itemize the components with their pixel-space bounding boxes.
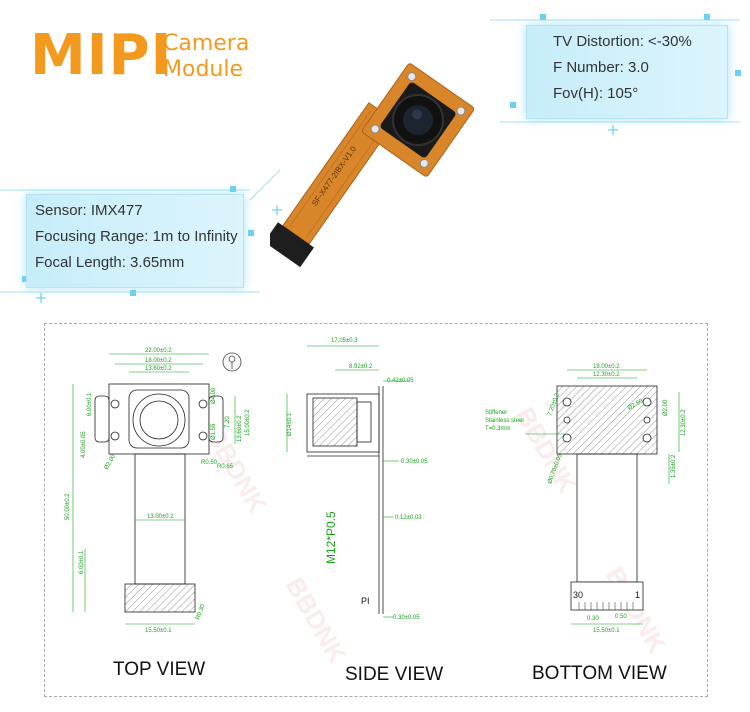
- bottom-stiffener-3: T=0.3mm: [485, 426, 511, 432]
- spec-fov: Fov(H): 105°: [553, 85, 639, 102]
- top-dim-1500: 15.00±0.2: [245, 409, 251, 436]
- technical-drawings: BBDNK BBDNK BBDNK BBDNK: [65, 338, 687, 668]
- top-view-drawing: [94, 383, 224, 613]
- bottom-dim-d200: Ø2.00: [663, 399, 669, 416]
- spec-box-left: Sensor: IMX477 Focusing Range: 1m to Inf…: [26, 194, 244, 288]
- title-camera: Camera: [163, 31, 250, 56]
- camera-module-photo: SF-X477-2IBX-V1.0: [270, 63, 475, 268]
- decorative-tech-lines: [0, 14, 741, 303]
- side-view-label: SIDE VIEW: [345, 664, 444, 685]
- side-dim-012: 0.12±0.03: [395, 515, 422, 521]
- bottom-dim-1230b: 12.30±0.2: [681, 409, 687, 436]
- spec-f-number: F Number: 3.0: [553, 59, 649, 76]
- side-dim-1705: 17.05±0.3: [331, 338, 358, 344]
- side-dim-892: 8.92±0.2: [349, 364, 373, 370]
- top-dim-1360: 13.60±0.2: [145, 366, 172, 372]
- top-dim-1360b: 13.60±0.2: [237, 415, 243, 442]
- bottom-stiffener-1: Stiffener: [485, 410, 507, 416]
- svg-text:BBDNK: BBDNK: [280, 572, 353, 668]
- bottom-dim-135: 1.35±0.2: [671, 454, 677, 478]
- top-dim-22: 22.00±0.2: [145, 348, 172, 354]
- bottom-pin-30: 30: [573, 590, 583, 600]
- spec-focal-length: Focal Length: 3.65mm: [35, 254, 185, 271]
- top-dim-5000: 50.00±0.2: [65, 493, 71, 520]
- orientation-icon: [222, 352, 242, 372]
- bottom-stiffener-2: Stainless steel: [485, 418, 524, 424]
- side-dim-042: 0.42±0.05: [387, 378, 414, 384]
- technical-drawing-panel: BBDNK BBDNK BBDNK BBDNK: [44, 323, 708, 697]
- top-dim-720: 7.20: [225, 416, 231, 428]
- top-dim-d400: Ø4.00: [211, 387, 217, 404]
- top-dim-1300: 13.00±0.2: [147, 514, 174, 520]
- bottom-view-drawing: [556, 385, 658, 611]
- side-pi-label: PI: [361, 596, 370, 606]
- bottom-dim-p050: 0.50: [615, 614, 627, 620]
- bottom-view-label: BOTTOM VIEW: [532, 663, 667, 684]
- side-dim-030: 0.30±0.05: [401, 459, 428, 465]
- bottom-pin-1: 1: [635, 590, 640, 600]
- side-dim-d14: Ø14±0.1: [287, 412, 293, 436]
- side-dim-030b: 0.30±0.05: [393, 615, 420, 621]
- top-dim-r065: R0.65: [217, 464, 234, 470]
- top-dim-d155: Ø1.55: [211, 423, 217, 440]
- bottom-dim-1230: 12.30±0.2: [593, 372, 620, 378]
- side-view-drawing: [306, 386, 384, 614]
- spec-box-right: TV Distortion: <-30% F Number: 3.0 Fov(H…: [526, 25, 728, 119]
- title-mipi: MIPI: [30, 23, 173, 88]
- bottom-dim-1800: 18.00±0.2: [593, 364, 620, 370]
- top-dim-r030: R0.30: [195, 603, 206, 621]
- bottom-dim-p030: 0.30: [587, 616, 599, 622]
- top-view-label: TOP VIEW: [113, 659, 206, 680]
- top-dim-r050: R0.50: [201, 460, 218, 466]
- side-thread-label: M12*P0.5: [324, 511, 338, 564]
- spec-sensor: Sensor: IMX477: [35, 202, 143, 219]
- bottom-dim-1550: 15.50±0.1: [593, 628, 620, 634]
- title-module: Module: [163, 57, 243, 82]
- top-dim-1550: 15.50±0.1: [145, 628, 172, 634]
- top-dim-400: 4.00±0.05: [81, 431, 87, 458]
- top-dim-600b: 6.00±0.1: [79, 550, 85, 574]
- top-dim-d200: Ø2.00: [104, 453, 118, 471]
- top-dim-18: 18.00±0.2: [145, 358, 172, 364]
- spec-tv-distortion: TV Distortion: <-30%: [553, 33, 692, 50]
- connector: [270, 222, 314, 268]
- spec-focusing-range: Focusing Range: 1m to Infinity: [35, 228, 238, 245]
- top-dim-600: 6.00±0.1: [87, 392, 93, 416]
